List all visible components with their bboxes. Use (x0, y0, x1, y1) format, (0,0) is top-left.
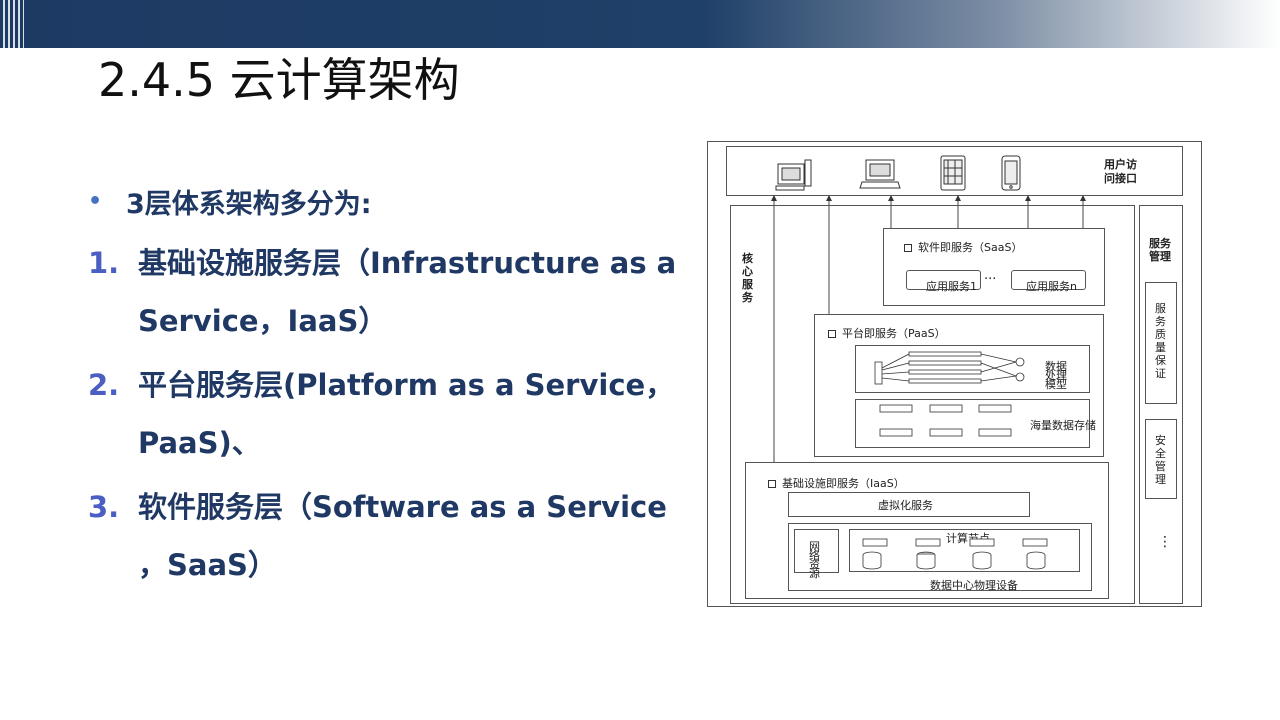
bullet-intro: • 3层体系架构多分为: (88, 176, 678, 226)
database-icon (1026, 551, 1046, 570)
data-processing-label: 数据处理模型 (1045, 360, 1067, 391)
user-access-label: 用户访问接口 (1104, 158, 1137, 185)
database-icon (916, 551, 936, 570)
access-arrows (771, 195, 1086, 462)
saas-title-text: 软件即服务（SaaS） (918, 241, 1023, 254)
iaas-title-text: 基础设施即服务（IaaS） (782, 477, 905, 490)
banner-stripes (0, 0, 24, 48)
data-processing-model-graphic (874, 351, 1025, 385)
smartphone-icon (1001, 155, 1021, 191)
service-management-box (1139, 205, 1183, 604)
slide-content: • 3层体系架构多分为: 1. 基础设施服务层（Infrastructure a… (88, 176, 678, 594)
database-icon (862, 551, 882, 570)
slide-title: 2.4.5 云计算架构 (98, 53, 460, 107)
app-service-n-label: 应用服务n (1026, 280, 1077, 293)
qos-box (1145, 282, 1177, 404)
compute-node-servers (862, 538, 1048, 570)
virtualization-label: 虚拟化服务 (878, 499, 933, 512)
database-icon (972, 551, 992, 570)
desktop-computer-icon (775, 159, 812, 191)
saas-title: 软件即服务（SaaS） (904, 239, 1022, 255)
datacenter-label: 数据中心物理设备 (930, 579, 1018, 592)
list-number: 2. (88, 368, 120, 402)
checkbox-icon (828, 330, 836, 338)
paas-title-text: 平台即服务（PaaS） (842, 327, 946, 340)
paas-title: 平台即服务（PaaS） (828, 325, 946, 341)
security-box (1145, 419, 1177, 499)
saas-box (883, 228, 1105, 306)
app-service-1-box (906, 270, 981, 290)
list-item-iaas: 1. 基础设施服务层（Infrastructure as a Service，I… (88, 234, 678, 350)
intro-text: 3层体系架构多分为: (126, 188, 372, 220)
storage-blocks (879, 404, 1012, 437)
mgmt-ellipsis: ⋮ (1158, 534, 1172, 550)
app-ellipsis: ··· (984, 272, 997, 287)
qos-label: 服务质量保证 (1155, 302, 1166, 380)
bullet-dot-icon: • (88, 188, 103, 214)
core-services-label: 核心服务 (742, 252, 753, 304)
list-number: 3. (88, 490, 120, 524)
checkbox-icon (904, 244, 912, 252)
list-number: 1. (88, 246, 120, 280)
tablet-icon (940, 155, 966, 191)
list-item-saas: 3. 软件服务层（Software as a Service ，SaaS） (88, 478, 678, 594)
network-resources-box (794, 529, 839, 573)
iaas-title: 基础设施即服务（IaaS） (768, 475, 905, 491)
service-management-label: 服务管理 (1149, 237, 1171, 263)
list-item-paas: 2. 平台服务层(Platform as a Service，PaaS)、 (88, 356, 678, 472)
virtualization-box (788, 492, 1030, 517)
cloud-architecture-diagram: 用户访问接口 核心服务 服务管理 服务质量保证 安全管理 ⋮ 软件即服务（Saa… (707, 141, 1202, 607)
diagram-graphics (771, 155, 1086, 570)
list-text: 平台服务层(Platform as a Service，PaaS)、 (138, 368, 675, 460)
network-resources-label: 网络资源 (809, 540, 820, 580)
mass-storage-label: 海量数据存储 (1030, 419, 1096, 432)
app-service-n-box (1011, 270, 1086, 290)
list-text: 软件服务层（Software as a Service ，SaaS） (138, 490, 667, 582)
security-label: 安全管理 (1155, 434, 1166, 486)
list-text: 基础设施服务层（Infrastructure as a Service，IaaS… (138, 246, 677, 338)
app-service-1-label: 应用服务1 (926, 280, 977, 293)
top-banner (0, 0, 1280, 48)
laptop-icon (859, 159, 901, 189)
checkbox-icon (768, 480, 776, 488)
